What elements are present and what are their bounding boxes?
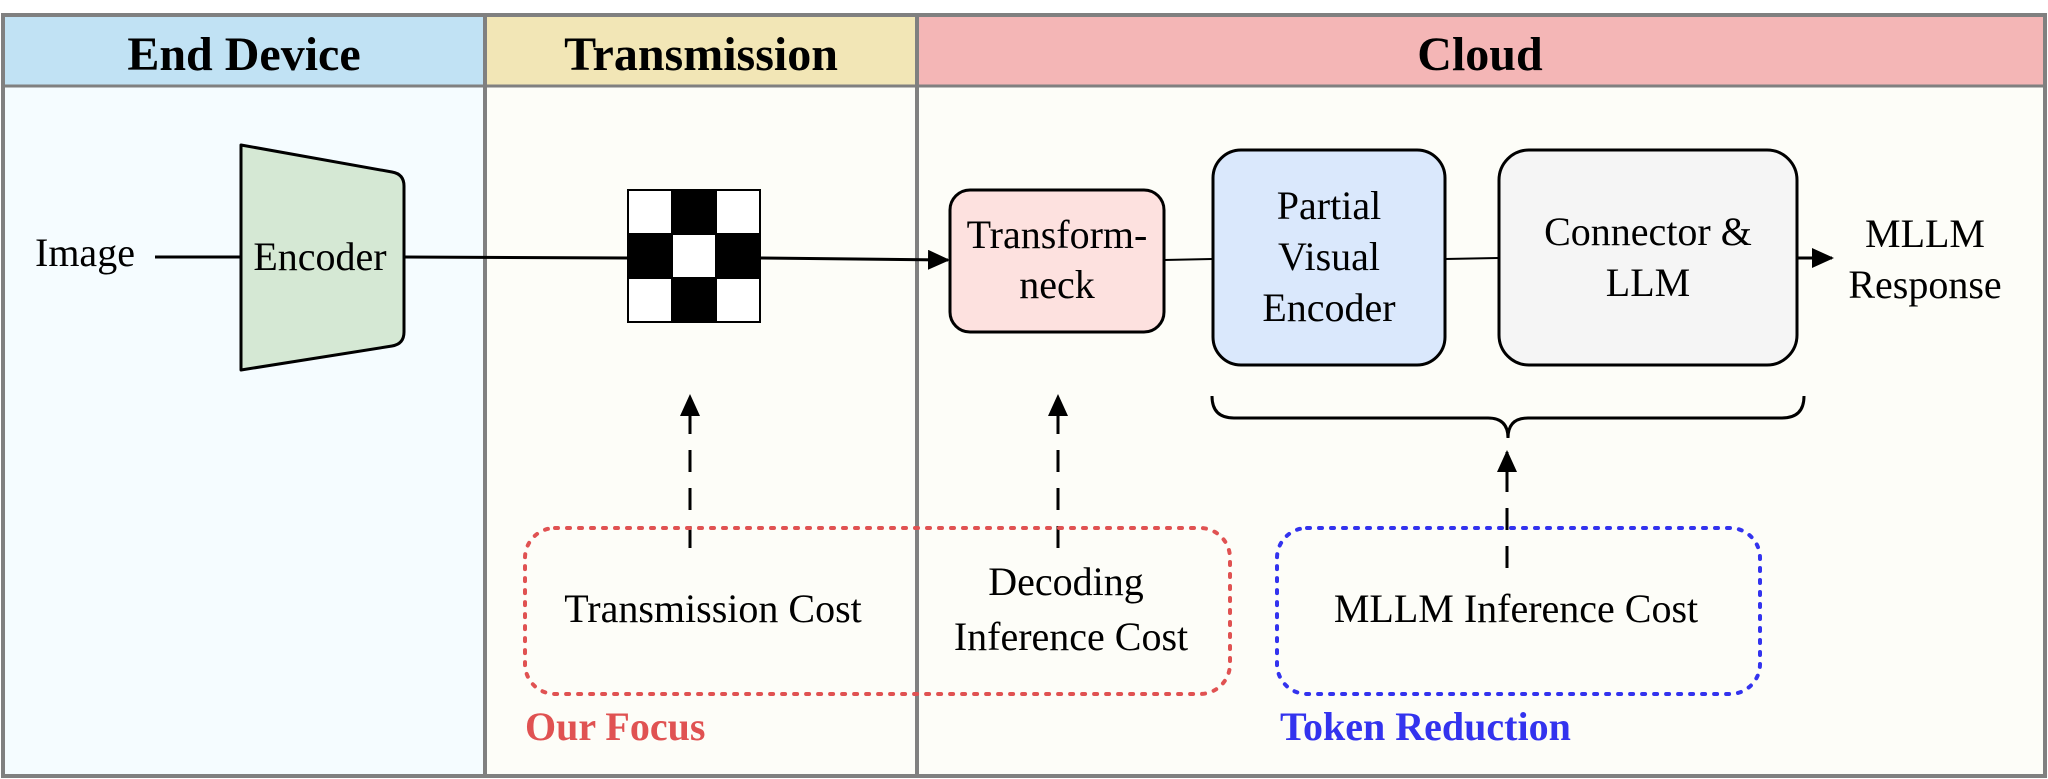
token-grid-cell: [627, 189, 673, 235]
transform-neck-label-line2: neck: [1019, 262, 1095, 307]
encoder-box: [239, 143, 406, 372]
transform-neck-box: [948, 188, 1166, 334]
connector-llm-box: [1497, 148, 1799, 367]
end-device-title: End Device: [127, 28, 360, 81]
cloud-header: [917, 15, 2045, 86]
token-grid-cell: [715, 189, 761, 235]
connector-llm-line2: LLM: [1606, 260, 1690, 305]
token-grid-to-transform-neck-arrow: [759, 249, 950, 270]
transmission-title: Transmission: [564, 28, 838, 81]
token-grid-cell: [627, 277, 673, 323]
decoding-cost-line2: Inference Cost: [954, 614, 1188, 659]
end-device-header: [3, 15, 485, 86]
mllm-response-line2: Response: [1848, 262, 2001, 307]
mllm-inference-cost-label: MLLM Inference Cost: [1334, 586, 1698, 631]
token-reduction-brace: [1210, 395, 1806, 439]
encoder-label: Encoder: [253, 234, 386, 279]
token-grid-cell: [715, 277, 761, 323]
token-grid: [627, 189, 761, 323]
partial-visual-encoder-line3: Encoder: [1262, 285, 1395, 330]
encoder-to-token-grid-line: [403, 255, 629, 260]
transform-neck-to-visual-encoder-line: [1163, 258, 1213, 261]
transmission-cost-label: Transmission Cost: [564, 586, 862, 631]
mllm-response-line1: MLLM: [1865, 211, 1985, 256]
image-label: Image: [35, 230, 135, 275]
token-grid-cell: [627, 233, 673, 279]
outer-frame: [1, 13, 2047, 778]
visual-encoder-to-connector-line: [1444, 257, 1499, 260]
connector-llm-line1: Connector &: [1544, 209, 1752, 254]
partial-visual-encoder-line2: Visual: [1278, 234, 1380, 279]
our-focus-label: Our Focus: [525, 704, 705, 749]
token-grid-cell: [671, 189, 717, 235]
partial-visual-encoder-box: [1211, 148, 1447, 367]
token-reduction-label: Token Reduction: [1280, 704, 1571, 749]
decoding-cost-line1: Decoding: [988, 559, 1144, 604]
token-grid-cell: [671, 277, 717, 323]
our-focus-box: [523, 526, 1232, 696]
token-grid-cell: [715, 233, 761, 279]
transmission-header: [485, 15, 917, 86]
token-grid-cell: [671, 233, 717, 279]
partial-visual-encoder-line1: Partial: [1277, 183, 1381, 228]
transform-neck-label-line1: Transform-: [967, 212, 1148, 257]
cloud-title: Cloud: [1417, 28, 1543, 81]
